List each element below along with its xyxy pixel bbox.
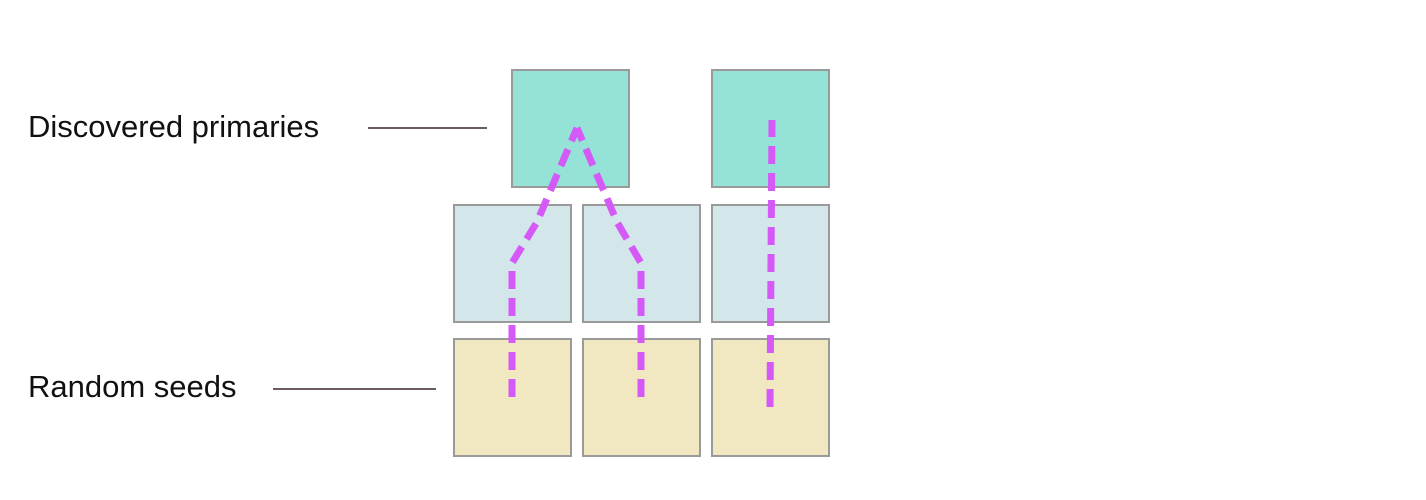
label-random-seeds: Random seeds bbox=[28, 369, 237, 404]
path-seed3-to-primary2 bbox=[766, 119, 776, 408]
path-seed2-to-primary1 bbox=[573, 126, 645, 397]
primary-cell-1 bbox=[511, 69, 630, 188]
label-discovered-primaries: Discovered primaries bbox=[28, 109, 319, 144]
path-seed1-to-primary1 bbox=[508, 126, 581, 397]
